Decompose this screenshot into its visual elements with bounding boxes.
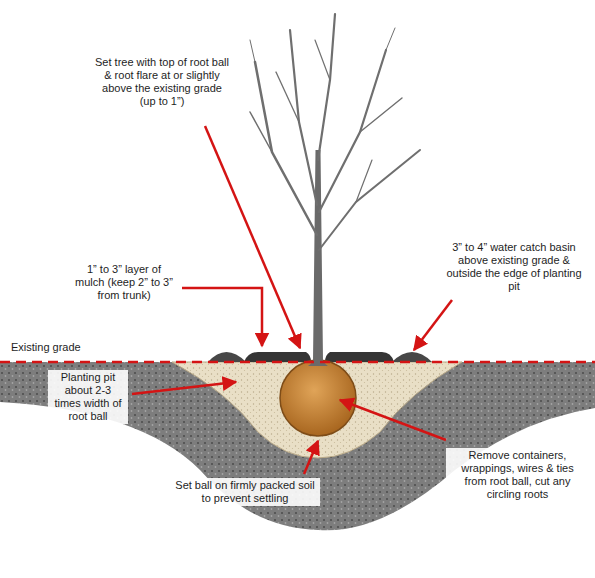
branch xyxy=(319,50,386,212)
leader-arrow xyxy=(414,300,452,350)
leader-arrow xyxy=(132,382,236,394)
branch xyxy=(386,28,395,50)
grade-line xyxy=(0,361,595,364)
branch xyxy=(319,150,420,250)
leader-arrow xyxy=(182,288,262,346)
root-ball xyxy=(280,360,356,436)
branch xyxy=(290,30,317,205)
callout-label: Remove containers, wrappings, wires & ti… xyxy=(446,448,589,502)
branch xyxy=(250,40,255,62)
branch xyxy=(276,72,299,122)
mulch xyxy=(244,352,311,362)
callout-label: 3” to 4” water catch basin above existin… xyxy=(440,240,588,294)
callout-label: Existing grade xyxy=(8,340,98,355)
callout-label: Planting pit about 2-3 times width of ro… xyxy=(48,370,128,424)
basin-berm xyxy=(208,352,246,362)
branch xyxy=(250,112,272,152)
basin-berm xyxy=(392,352,432,362)
leader-arrow xyxy=(304,441,318,474)
branch xyxy=(318,14,335,160)
branch xyxy=(255,62,317,235)
callout-label: Set ball on firmly packed soil to preven… xyxy=(170,478,320,506)
branch xyxy=(360,98,402,132)
callout-label: Set tree with top of root ball & root fl… xyxy=(92,55,232,109)
leader-arrow xyxy=(205,126,300,348)
mulch xyxy=(325,352,394,362)
branch xyxy=(315,40,330,80)
leader-arrow xyxy=(340,400,446,440)
branch xyxy=(356,160,372,202)
callout-label: 1” to 3” layer of mulch (keep 2” to 3” f… xyxy=(70,262,178,303)
